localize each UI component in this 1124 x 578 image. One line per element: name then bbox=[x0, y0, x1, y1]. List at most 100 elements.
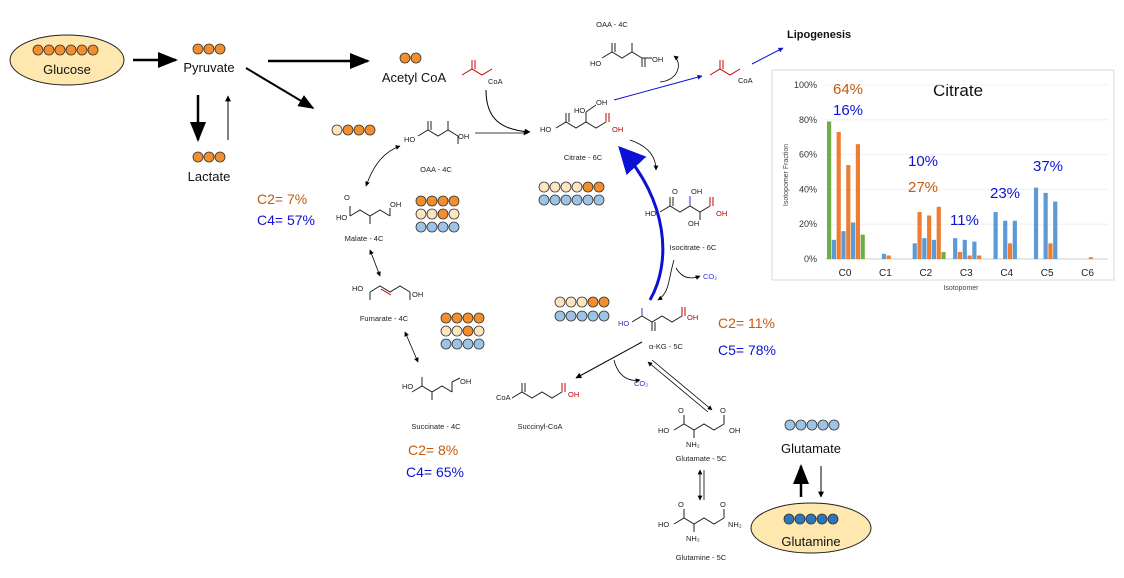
akg-to-succinylcoa-arrow bbox=[575, 341, 643, 379]
oaa-top-ho: HO bbox=[590, 59, 601, 68]
chart-y-tick-label: 40% bbox=[799, 184, 817, 194]
chart-xlabel: Isotopomer bbox=[943, 285, 979, 292]
glutamate-big-label: Glutamate bbox=[781, 441, 841, 456]
chart-bar bbox=[922, 238, 927, 259]
chart-bar bbox=[1088, 257, 1093, 259]
chart-x-tick-label: C2 bbox=[919, 268, 932, 279]
chart-bar bbox=[1043, 192, 1048, 259]
chart-bar bbox=[936, 206, 941, 259]
glutamine-o2: O bbox=[720, 500, 726, 509]
acetylcoa-to-citrate-arrow bbox=[485, 89, 531, 135]
citrate-structure: HO HO OH OH Citrate - 6C bbox=[540, 98, 623, 162]
isocitrate-label: Isocitrate - 6C bbox=[670, 243, 717, 252]
glutamate-o1: O bbox=[678, 406, 684, 415]
succoa-coa: CoA bbox=[496, 393, 511, 402]
akg-structure: HO OH α-KG - 5C bbox=[618, 307, 698, 351]
chart-annotation: 37% bbox=[1033, 158, 1063, 175]
succinylcoa-label: Succinyl-CoA bbox=[517, 422, 562, 431]
malate-ho: HO bbox=[336, 213, 347, 222]
co2-1: CO₂ bbox=[703, 272, 717, 281]
oaa-top-curve-arrow bbox=[659, 55, 679, 83]
chart-bar bbox=[962, 239, 967, 259]
chart-bar bbox=[841, 231, 846, 259]
chart-annotation: 10% bbox=[908, 153, 938, 170]
fumarate-structure: HO OH Fumarate - 4C bbox=[352, 284, 423, 323]
fumarate-succinate-arrow bbox=[404, 331, 419, 363]
oaa-top-oh: OH bbox=[652, 55, 663, 64]
oaa-top-structure: OAA - 4C HO OH bbox=[590, 20, 663, 68]
citrate-chart: Citrate Isotopomer Fraction Isotopomer 0… bbox=[771, 69, 1115, 292]
chart-bar bbox=[977, 255, 982, 259]
glutamine-structure: HO O O NH₂ NH₂ Glutamine - 5C bbox=[658, 500, 742, 562]
isocitrate-to-akg-arrow bbox=[657, 259, 675, 301]
chart-y-tick-label: 20% bbox=[799, 219, 817, 229]
chart-bar bbox=[860, 234, 865, 259]
akg-c5-annotation: C5= 78% bbox=[718, 342, 776, 358]
chart-bars bbox=[827, 121, 1093, 259]
chart-y-tick-label: 60% bbox=[799, 150, 817, 160]
glutamine-ho: HO bbox=[658, 520, 669, 529]
chart-x-tick-label: C6 bbox=[1081, 268, 1094, 279]
lipogenesis-acetylcoa-structure: CoA bbox=[709, 60, 753, 85]
malate-label: Malate - 4C bbox=[345, 234, 384, 243]
lipo-coa-text: CoA bbox=[738, 76, 753, 85]
chart-bar bbox=[1007, 243, 1013, 259]
lactate-label: Lactate bbox=[188, 169, 231, 184]
glucose-label: Glucose bbox=[43, 62, 91, 77]
fumarate-label: Fumarate - 4C bbox=[360, 314, 409, 323]
chart-bar bbox=[846, 165, 851, 259]
akg-carbons bbox=[554, 296, 610, 322]
succinate-label: Succinate - 4C bbox=[411, 422, 461, 431]
chart-annotation: 64% bbox=[833, 81, 863, 98]
chart-bar bbox=[1048, 243, 1053, 259]
glutamate-ho: HO bbox=[658, 426, 669, 435]
isocitrate-co2-arrow bbox=[675, 267, 701, 280]
glutamine-o1: O bbox=[678, 500, 684, 509]
iso-oh-mid: OH bbox=[688, 219, 699, 228]
succinylcoa-structure: CoA OH Succinyl-CoA bbox=[496, 383, 579, 431]
citrate-carbons bbox=[538, 181, 605, 206]
chart-y-tick-label: 100% bbox=[794, 80, 817, 90]
oaa-cycle-node: HO OH OAA - 4C bbox=[331, 121, 469, 174]
glucose-node: Glucose bbox=[9, 34, 125, 86]
succinate-structure: HO OH Succinate - 4C bbox=[402, 377, 471, 431]
chart-bar bbox=[957, 252, 963, 259]
chart-x-tick-label: C0 bbox=[839, 268, 852, 279]
chart-annotation: 11% bbox=[950, 212, 979, 229]
chart-x-tick-label: C3 bbox=[960, 268, 973, 279]
chart-annotation: 16% bbox=[833, 102, 863, 119]
chart-bar bbox=[912, 243, 917, 259]
oaa-ho: HO bbox=[404, 135, 415, 144]
glutamate-5c-label: Glutamate - 5C bbox=[676, 454, 727, 463]
citrate-ho2: HO bbox=[574, 106, 585, 115]
chart-bar bbox=[941, 252, 946, 259]
chart-bar bbox=[972, 241, 977, 259]
akg-c2-annotation: C2= 11% bbox=[718, 315, 775, 331]
chart-bar bbox=[1053, 201, 1058, 259]
oaa-top-label: OAA - 4C bbox=[596, 20, 628, 29]
chart-annotation: 27% bbox=[908, 179, 938, 196]
iso-oh: OH bbox=[716, 209, 727, 218]
chart-bar bbox=[827, 121, 832, 259]
chart-bar bbox=[886, 255, 891, 259]
glutamine-5c-label: Glutamine - 5C bbox=[676, 553, 727, 562]
chart-y-ticks: 0%20%40%60%80%100% bbox=[794, 80, 817, 264]
malate-oaa-arrow bbox=[365, 145, 401, 187]
chart-title: Citrate bbox=[933, 81, 983, 100]
acetylcoa-to-lipogenesis-arrow bbox=[751, 47, 784, 65]
chart-bar bbox=[851, 222, 856, 259]
glutamate-o2: O bbox=[720, 406, 726, 415]
fumarate-carbons bbox=[440, 312, 485, 350]
succoa-oh: OH bbox=[568, 390, 579, 399]
malate-oh: OH bbox=[390, 200, 401, 209]
chart-bar bbox=[967, 255, 972, 259]
chart-bar bbox=[855, 144, 860, 259]
citrate-to-isocitrate-arrow bbox=[629, 139, 659, 171]
glutamine-nh2: NH₂ bbox=[686, 534, 700, 543]
succinate-c2-annotation: C2= 8% bbox=[408, 442, 458, 458]
chart-bar bbox=[881, 253, 887, 259]
glutamine-big-label: Glutamine bbox=[781, 534, 840, 549]
chart-x-tick-label: C4 bbox=[1000, 268, 1013, 279]
chart-bar bbox=[931, 239, 937, 259]
chart-bar bbox=[993, 212, 998, 259]
